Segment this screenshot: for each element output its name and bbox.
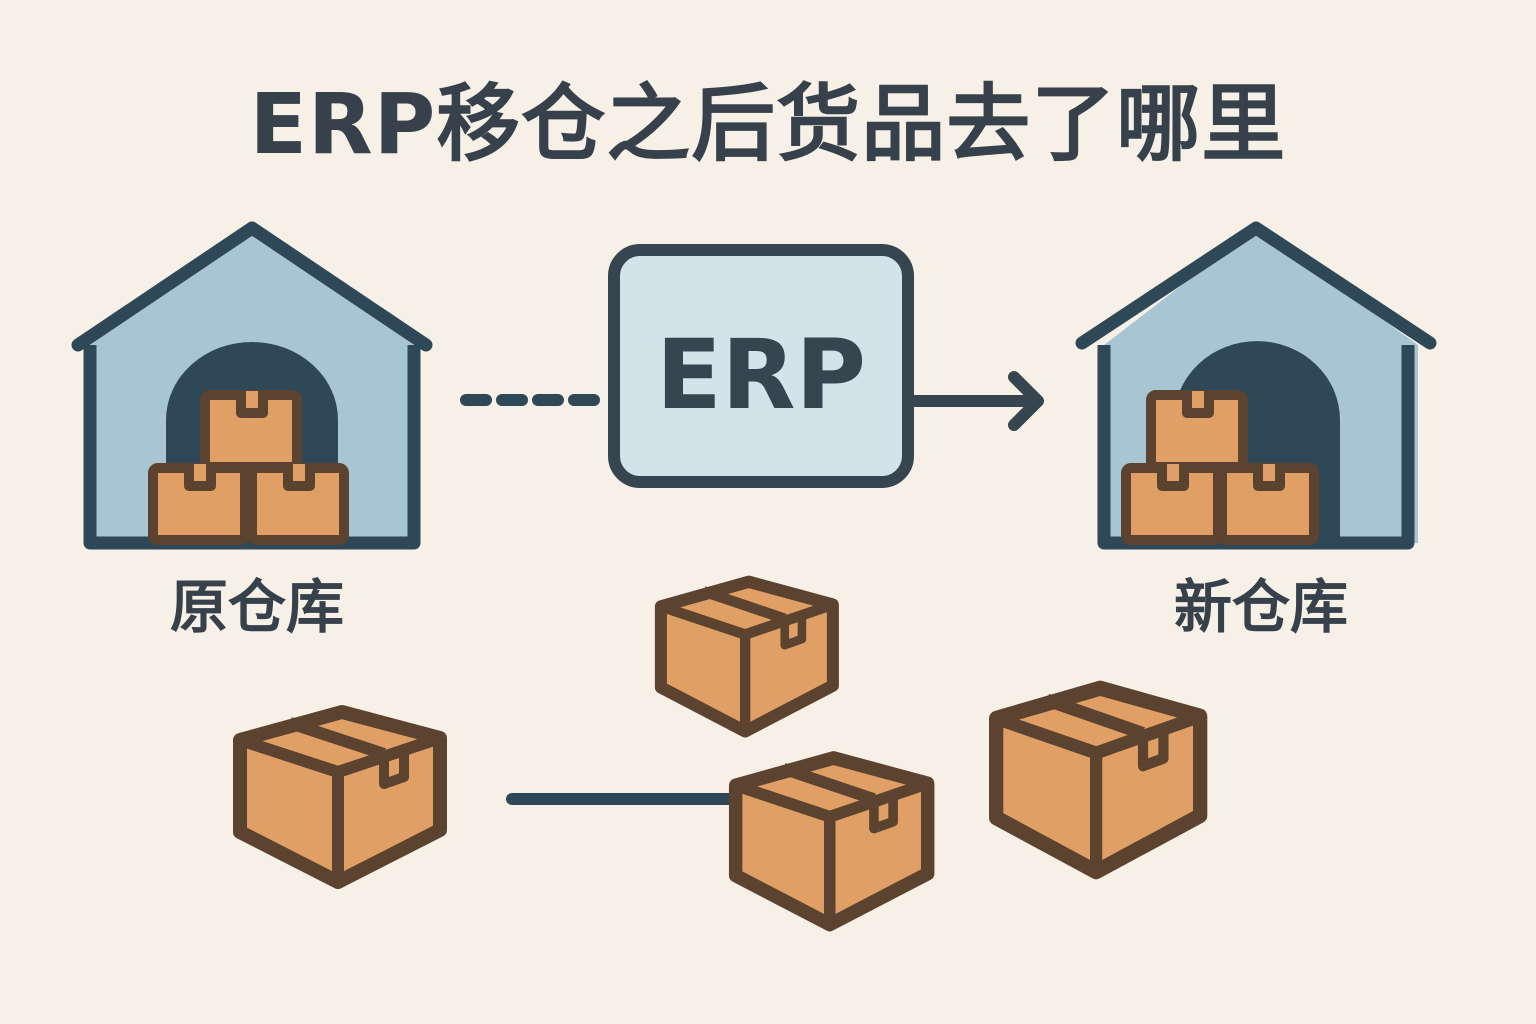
source-warehouse-label: 原仓库 xyxy=(169,573,344,641)
erp-label: ERP xyxy=(656,319,866,431)
arrow-right-icon xyxy=(906,371,1044,431)
erp-system-box xyxy=(608,244,914,488)
loose-box-icon xyxy=(996,688,1200,872)
source-warehouse-icon xyxy=(71,221,433,550)
page-title: ERP移仓之后货品去了哪里 xyxy=(249,75,1287,173)
loose-box-icon xyxy=(736,758,928,925)
loose-box-icon xyxy=(240,712,440,882)
target-warehouse-icon xyxy=(1075,221,1437,550)
target-warehouse-label: 新仓库 xyxy=(1173,573,1348,641)
loose-box-icon xyxy=(661,582,833,732)
